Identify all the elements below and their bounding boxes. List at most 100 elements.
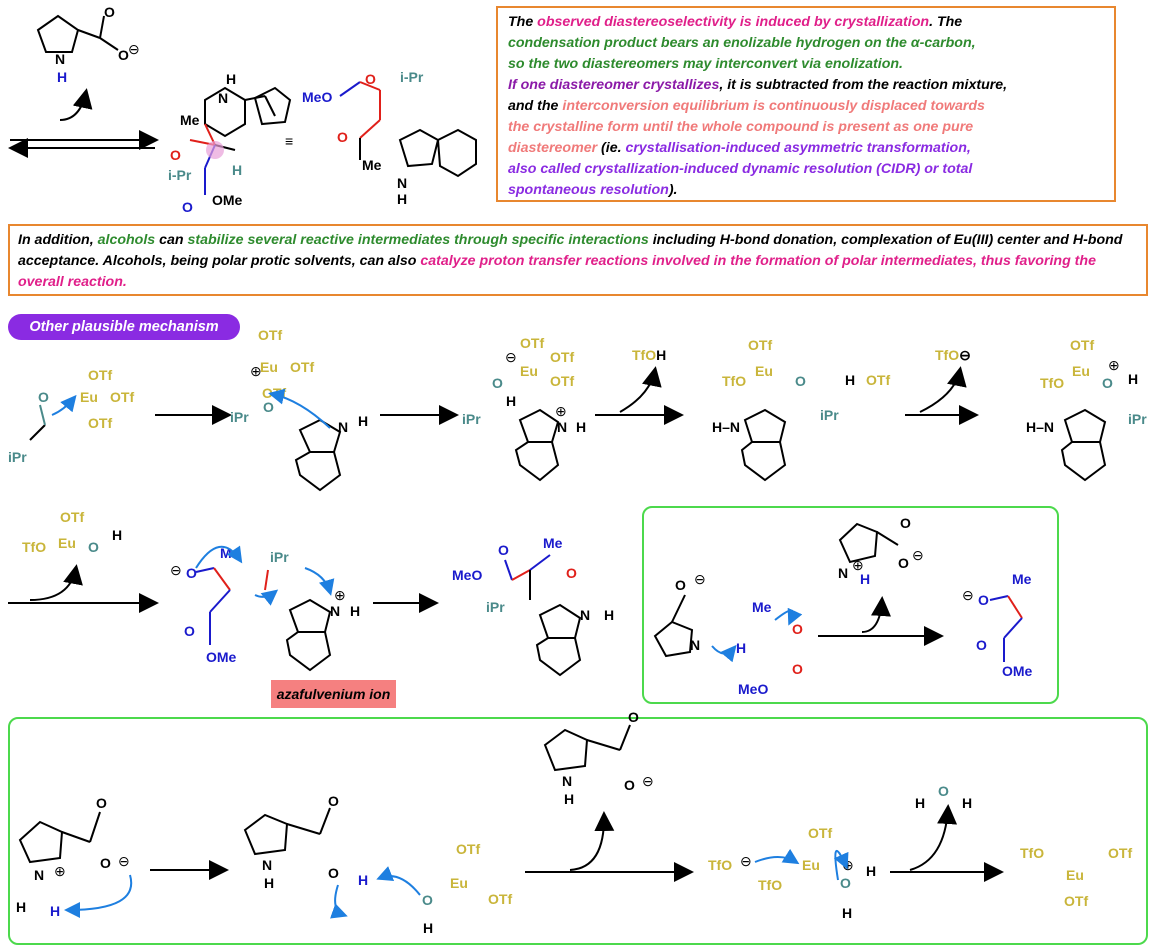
- final-otf2: OTf: [1064, 893, 1088, 909]
- gb1-o: O: [675, 577, 686, 593]
- tfoh-label: TfOH: [632, 347, 666, 363]
- gb2-b-eu: Eu: [450, 875, 468, 891]
- gb2-b-n: N: [262, 857, 272, 873]
- blue-arrow-gb1a: [711, 644, 737, 663]
- c2-otf-top: OTf: [520, 335, 544, 351]
- gb2-b-otf1: OTf: [456, 841, 480, 857]
- p2-ipr: i-Pr: [400, 69, 424, 85]
- proline-h: H: [57, 69, 67, 85]
- gb2-d-o: O: [840, 875, 851, 891]
- p1-ipr: i-Pr: [168, 167, 192, 183]
- gb1-enol-o: O: [978, 592, 989, 608]
- gb1-minus2: ⊖: [912, 547, 924, 563]
- isobutyraldehyde: [29, 404, 46, 441]
- r2-otf: OTf: [60, 509, 84, 525]
- proline-o2: O: [118, 47, 129, 63]
- c2-minus: ⊖: [505, 349, 517, 365]
- gb1-meo: MeO: [738, 681, 768, 697]
- gb2-b-otf2: OTf: [488, 891, 512, 907]
- mechanism-badge: Other plausible mechanism: [8, 314, 240, 340]
- gb1-enol-o2: O: [976, 637, 987, 653]
- gb1-o4: O: [900, 515, 911, 531]
- p1-me: Me: [180, 112, 200, 128]
- curved-arrow-gb1: [861, 596, 891, 633]
- gb2-proline-b: [243, 807, 331, 856]
- water-h2: H: [962, 795, 972, 811]
- explanation-box-alcohols: In addition, alcohols can stabilize seve…: [8, 224, 1148, 296]
- adduct-n: N: [580, 607, 590, 623]
- curved-arrow-r2: [29, 564, 83, 601]
- green-box-proline-enolization: [642, 506, 1059, 704]
- adduct-me: Me: [543, 535, 563, 551]
- gb2-c-minus: ⊖: [642, 773, 654, 789]
- gb1-h: H: [736, 640, 746, 656]
- explanation-box-crystallization: The observed diastereoselectivity is ind…: [496, 6, 1116, 202]
- gb2-d-otf: OTf: [808, 825, 832, 841]
- c4-tfo: TfO: [1040, 375, 1064, 391]
- r2-o: O: [88, 539, 99, 555]
- adduct-h: H: [604, 607, 614, 623]
- adduct-o2: O: [566, 565, 577, 581]
- enolate-bonds: [195, 567, 231, 645]
- gb1-enol-me: Me: [1012, 571, 1032, 587]
- p2-me: Me: [362, 157, 382, 173]
- water-h1: H: [915, 795, 925, 811]
- blue-arrow-1: [51, 394, 77, 416]
- r2-h: H: [112, 527, 122, 543]
- blue-arrow-gb2d: [754, 848, 800, 865]
- curved-arrow-gb2: [569, 811, 615, 871]
- curved-arrow-water: [909, 804, 958, 871]
- aza-indole: [264, 569, 332, 672]
- c1-h: H: [358, 413, 368, 429]
- gb2-b-oh-o: O: [422, 892, 433, 908]
- blue-arrow-2: [268, 388, 331, 429]
- condensation-product-b: [339, 81, 477, 178]
- c2-o: O: [492, 375, 503, 391]
- p1-h: H: [232, 162, 242, 178]
- gb2-d-tfo2: TfO: [758, 877, 782, 893]
- blue-arrow-gb1b: [774, 607, 803, 626]
- r2-eu: Eu: [58, 535, 76, 551]
- c1-otf-top: OTf: [258, 327, 282, 343]
- gb1-minus: ⊖: [694, 571, 706, 587]
- c2-h: H: [506, 393, 516, 409]
- p2-n: N: [397, 175, 407, 191]
- c3-eu: Eu: [755, 363, 773, 379]
- adduct-ipr: iPr: [486, 599, 505, 615]
- gb1-enol-ome: OMe: [1002, 663, 1033, 679]
- c3-indole: [740, 408, 787, 482]
- blue-arrow-aza1: [195, 545, 243, 569]
- c2-indole: [514, 408, 560, 482]
- alpha-carbon-highlight: [206, 141, 224, 159]
- adduct-meo: MeO: [452, 567, 482, 583]
- curved-arrow-top: [59, 88, 93, 121]
- c2-otf-r: OTf: [550, 349, 574, 365]
- gb2-a-h2: H: [50, 903, 60, 919]
- enolate-o: O: [186, 565, 197, 581]
- green-box-catalyst-regeneration: [8, 717, 1148, 945]
- c4-h: H: [1128, 371, 1138, 387]
- gb2-c-h: H: [564, 791, 574, 807]
- c4-indole: [1060, 408, 1107, 482]
- gb2-proline-a: [18, 811, 101, 864]
- gb1-nh-n: N: [838, 565, 848, 581]
- p2-h: H: [397, 191, 407, 207]
- gb2-d-tfo: TfO: [708, 857, 732, 873]
- c1-o: O: [263, 399, 274, 415]
- c2-plus: ⊕: [555, 403, 567, 419]
- c3-otf-top: OTf: [748, 337, 772, 353]
- gb2-c-o2: O: [624, 777, 635, 793]
- gb1-proline-left: [653, 594, 694, 658]
- c4-plus: ⊕: [1108, 357, 1120, 373]
- proline-n: N: [55, 51, 65, 67]
- c2-ipr: iPr: [462, 411, 481, 427]
- enolate-o2: O: [184, 623, 195, 639]
- c3-otf: OTf: [866, 372, 890, 388]
- c2-h2: H: [576, 419, 586, 435]
- euotf3-a-otf3: OTf: [88, 415, 112, 431]
- enolate-minus: ⊖: [170, 562, 182, 578]
- c1-otf-r: OTf: [290, 359, 314, 375]
- gb1-o2: O: [792, 621, 803, 637]
- gb2-b-h2: H: [358, 872, 368, 888]
